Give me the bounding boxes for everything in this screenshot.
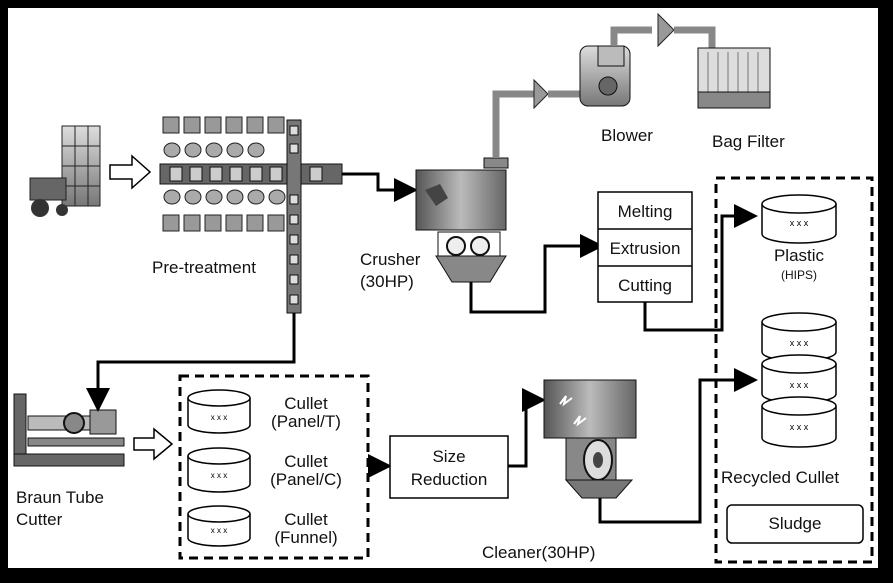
cutting-label: Cutting (618, 276, 672, 295)
svg-text:x x x: x x x (211, 471, 227, 480)
reduction-label: Reduction (410, 470, 488, 489)
flow-pretreat-to-crusher (342, 172, 418, 202)
crusher-hp-label: (30HP) (360, 272, 414, 291)
truck-icon (29, 125, 101, 217)
duct-valve-icon (533, 78, 549, 110)
duct-to-blower (492, 90, 534, 158)
melting-label: Melting (617, 202, 673, 221)
svg-text:x x x: x x x (790, 380, 809, 390)
cullet-funnel-label: Cullet (284, 510, 328, 529)
svg-text:x x x: x x x (790, 218, 809, 228)
flow-cleaner-to-recycled (598, 368, 758, 524)
plastic-sub-label: (HIPS) (781, 268, 817, 282)
plastic-label: Plastic (773, 246, 825, 265)
extrusion-label: Extrusion (609, 239, 681, 258)
braun-tube-cutter-icon (13, 393, 125, 467)
flow-crusher-to-melting (469, 234, 604, 314)
crusher-label: Crusher (360, 250, 421, 269)
svg-text:x x x: x x x (790, 338, 809, 348)
cleaner-icon (543, 379, 637, 499)
pretreatment-conveyor (159, 116, 343, 314)
cleaner-label: Cleaner(30HP) (482, 543, 596, 562)
crusher-icon (415, 157, 509, 283)
size-reduction-box (389, 435, 509, 499)
flow-size-to-cleaner (508, 388, 546, 468)
cutter-label: Cutter (16, 510, 63, 529)
recycled-cullet-label: Recycled Cullet (721, 468, 840, 487)
cullet-panel-t-sub: (Panel/T) (271, 412, 341, 431)
cullet-panel-c-label: Cullet (284, 452, 328, 471)
cullet-drums-icon: x x x x x x x x x (187, 389, 251, 547)
svg-text:x x x: x x x (211, 526, 227, 535)
cullet-funnel-sub: (Funnel) (274, 528, 338, 547)
melting-extrusion-cutting-box (597, 191, 693, 303)
cutter-arrow-icon (133, 427, 174, 461)
svg-text:x x x: x x x (211, 413, 227, 422)
svg-text:x x x: x x x (790, 422, 809, 432)
size-label: Size (432, 447, 466, 466)
sludge-box (726, 504, 864, 544)
bag-filter-label: Bag Filter (712, 132, 785, 151)
blower-valve-icon (657, 12, 675, 48)
feed-arrow-icon (109, 154, 152, 190)
recycled-cullet-drums-icon: x x x x x x x x x (761, 312, 837, 448)
flow-pretreat-to-cutter (86, 313, 296, 412)
sludge-label: Sludge (768, 514, 822, 533)
plastic-drum-icon: x x x (761, 194, 837, 244)
braun-tube-label: Braun Tube (16, 488, 104, 507)
cullet-panel-t-label: Cullet (284, 394, 328, 413)
pretreatment-label: Pre-treatment (152, 258, 256, 277)
output-group-box (714, 176, 874, 564)
blower-icon (579, 45, 631, 107)
cullet-panel-c-sub: (Panel/C) (270, 470, 342, 489)
bag-filter-icon (697, 47, 771, 109)
blower-label: Blower (601, 126, 653, 145)
flow-cutting-to-plastic (643, 204, 758, 332)
